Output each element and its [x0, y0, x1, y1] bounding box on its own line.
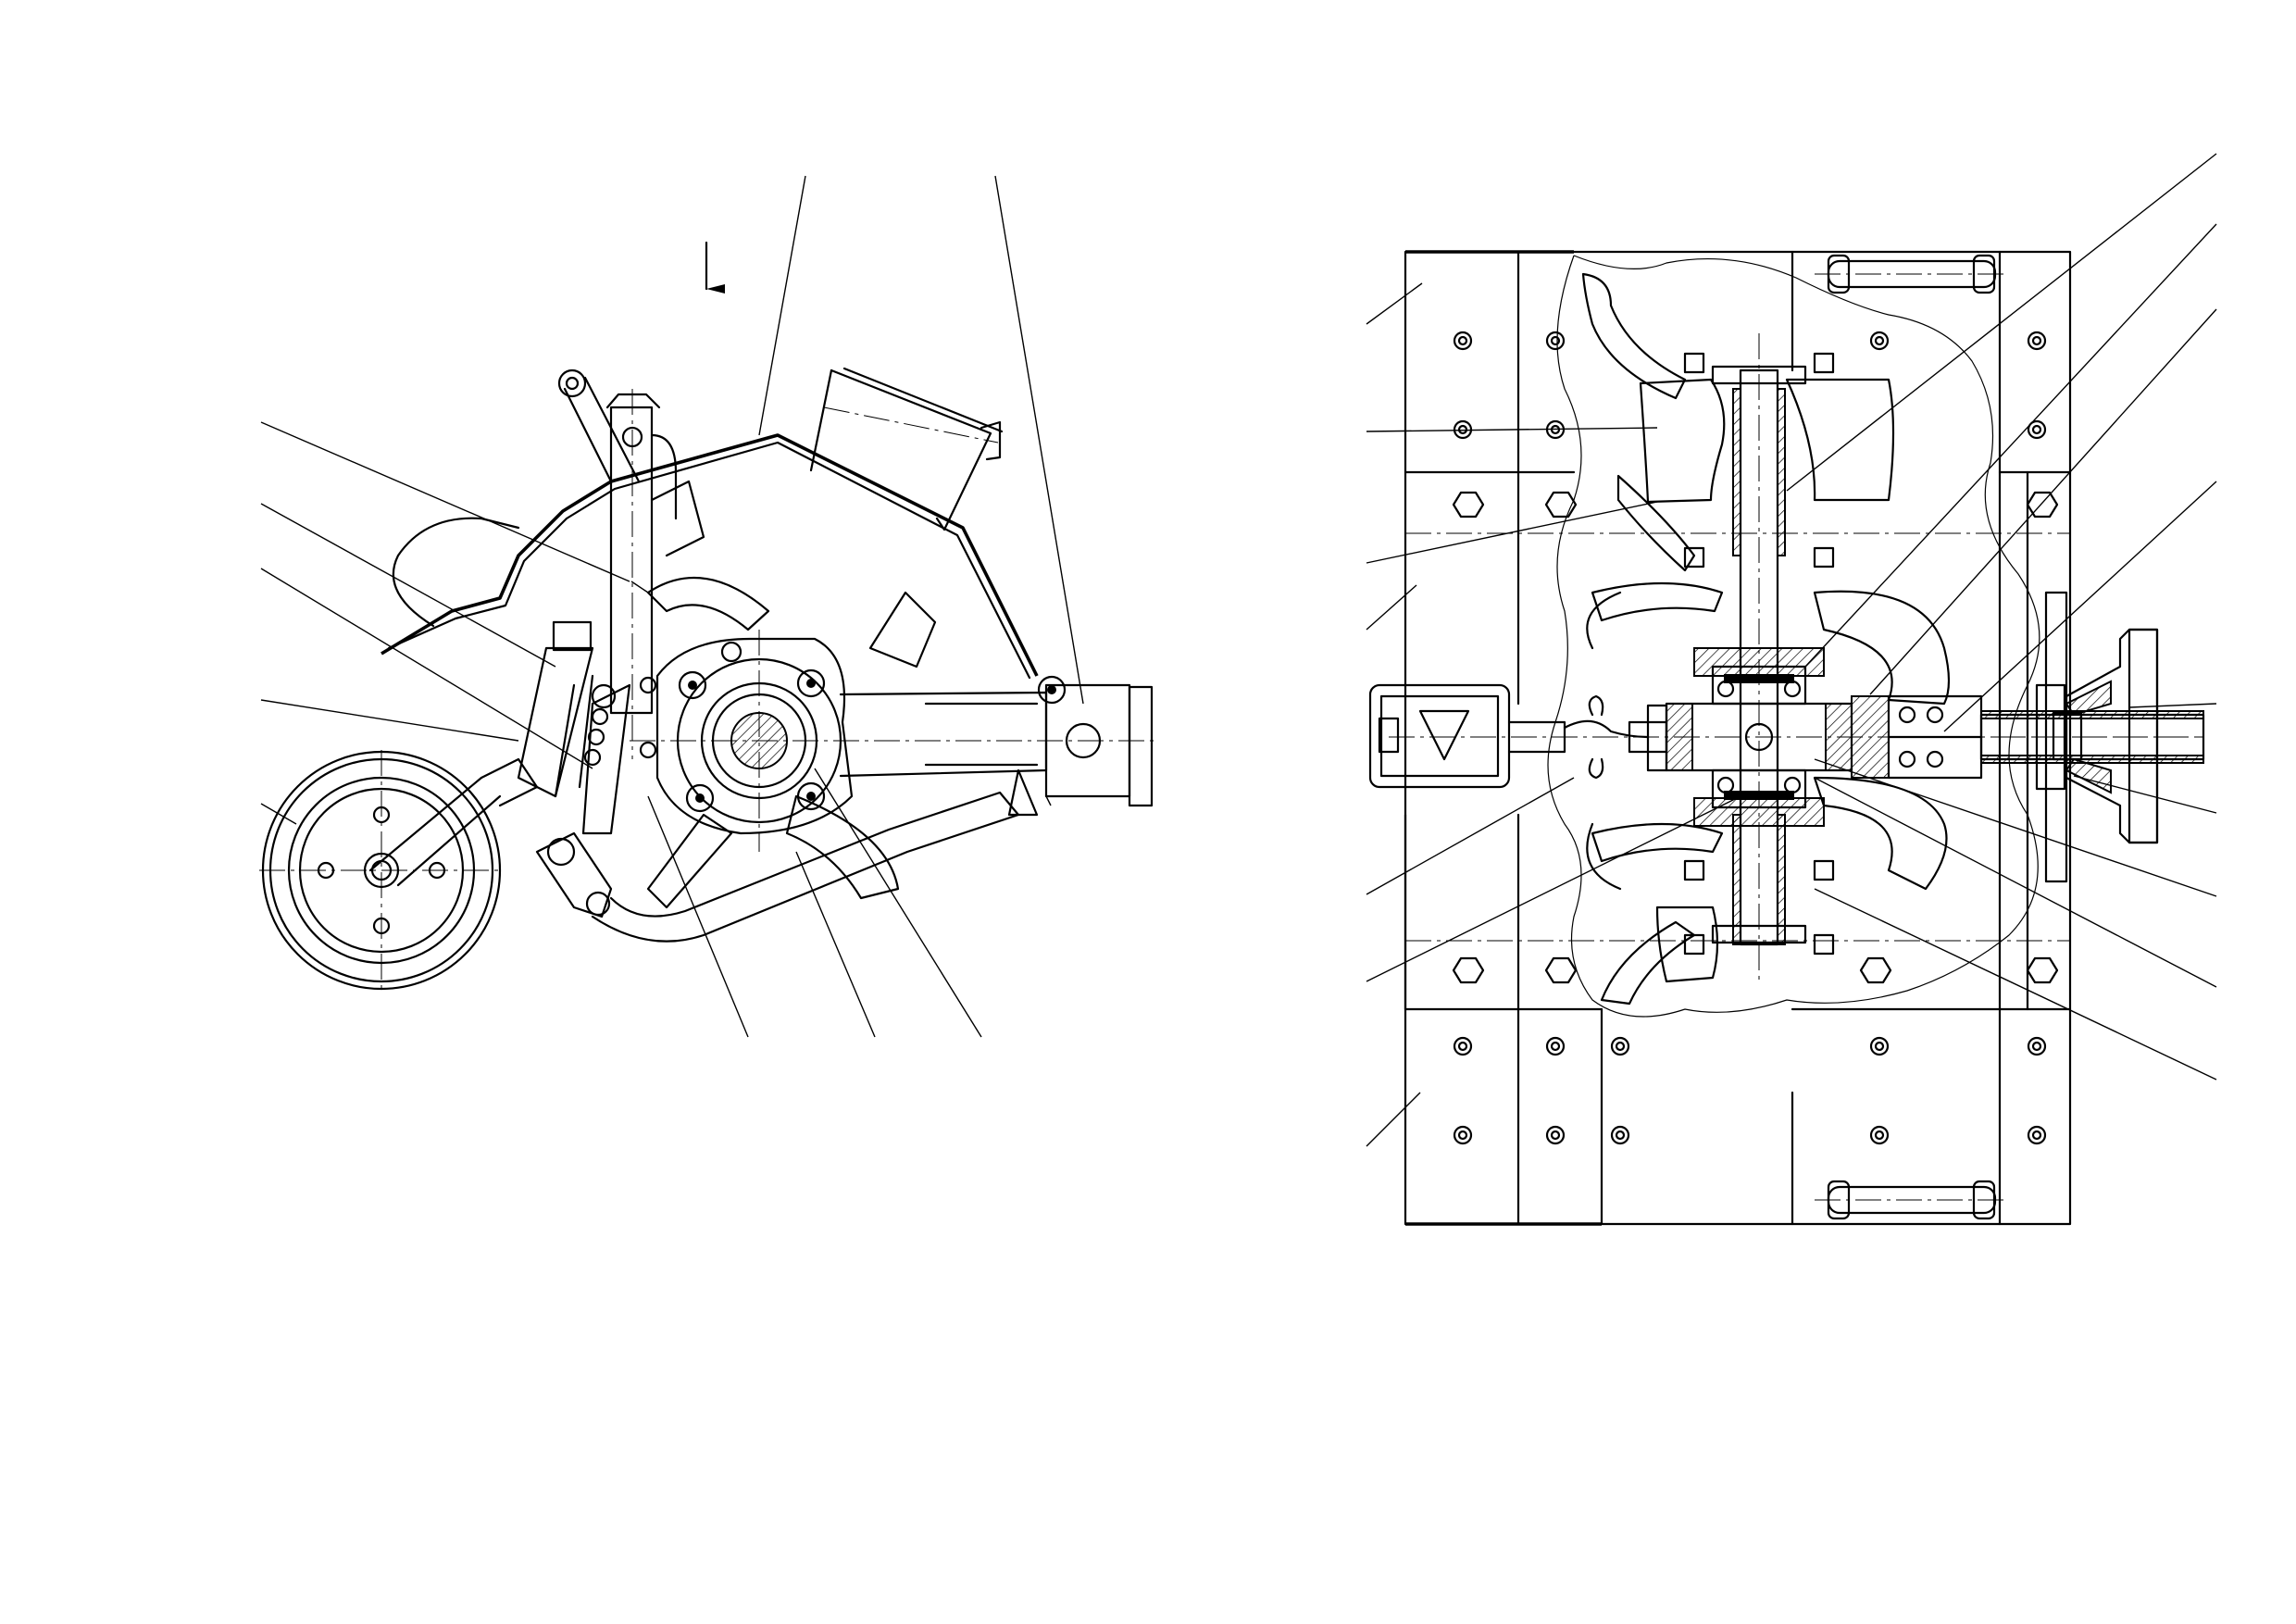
leader-line	[1943, 481, 2217, 732]
gearbox-housing	[630, 630, 1157, 852]
leader-lines-side	[260, 175, 1084, 1038]
leader-line	[1366, 1092, 1421, 1147]
leader-line	[1804, 223, 2217, 668]
leader-line	[1366, 282, 1423, 325]
leader-line	[1366, 501, 1658, 564]
leader-line	[1814, 777, 2217, 988]
hinge-pin-bottom	[1815, 1180, 2009, 1220]
leader-line	[2128, 703, 2217, 708]
depth-adjust-arm	[517, 620, 631, 918]
side-view	[259, 175, 1157, 1038]
section-break-line	[1547, 255, 2040, 1018]
leader-line	[260, 421, 630, 582]
leader-line	[1366, 777, 1575, 895]
hopper	[809, 367, 1004, 531]
leader-line	[758, 175, 806, 436]
leader-line	[1786, 153, 2217, 492]
hinge-pin-top	[1815, 254, 2009, 294]
leader-line	[1814, 888, 2217, 1081]
lower-skid	[591, 791, 1020, 943]
leader-line	[1814, 758, 2217, 897]
bearing-housing	[1851, 694, 1983, 780]
support-wheel	[259, 750, 539, 991]
frame-plates	[1404, 250, 2072, 1226]
leader-line	[260, 568, 593, 769]
leader-line	[260, 503, 556, 668]
inner-plate	[650, 480, 705, 557]
leader-line	[1366, 427, 1658, 432]
hood-casing-inner	[387, 441, 1031, 680]
leader-line	[1366, 584, 1417, 631]
leader-line	[647, 795, 749, 1038]
upper-lever	[557, 369, 641, 483]
leader-line	[1366, 795, 1741, 982]
left-coupling	[1368, 683, 1668, 789]
leader-line	[795, 851, 876, 1038]
hood-rear-flap	[392, 517, 520, 628]
coupling-flange	[1990, 591, 2203, 883]
leader-lines-plan	[1366, 153, 2217, 1147]
leader-line	[260, 699, 519, 742]
drive-tube	[839, 675, 1154, 817]
frame-outline	[1404, 250, 2072, 1226]
leader-line	[630, 581, 649, 593]
leader-line	[1045, 795, 1052, 806]
frame-bolts	[1452, 331, 2059, 1145]
hood-casing	[381, 433, 1039, 677]
leader-line	[994, 175, 1084, 705]
leader-line	[2073, 775, 2217, 814]
rotor-tines	[646, 576, 937, 909]
leader-line	[814, 768, 982, 1038]
leader-line	[260, 803, 297, 825]
leader-line	[1869, 308, 2217, 695]
mounting-post	[605, 389, 678, 759]
plan-view	[1366, 153, 2217, 1226]
